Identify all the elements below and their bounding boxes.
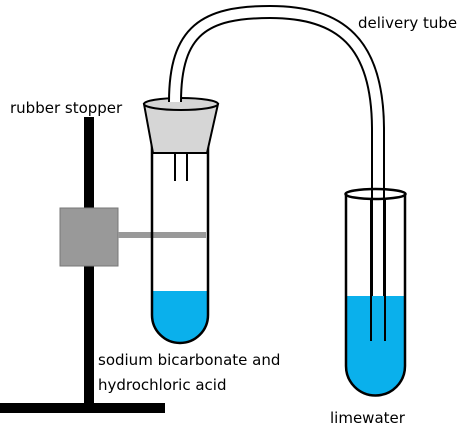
delivery-tube-label: delivery tube — [358, 14, 457, 32]
delivery-tube-inner — [170, 6, 383, 336]
reaction-tube-outline — [150, 138, 210, 345]
delivery-tube-outer — [168, 4, 385, 336]
clamp-block — [59, 207, 119, 267]
stopper-body — [142, 103, 220, 154]
reaction-test-tube — [149, 132, 211, 345]
limewater-label: limewater — [330, 409, 406, 427]
rubber-stopper — [142, 97, 220, 181]
limewater-tube-outline — [344, 194, 407, 397]
reactant-liquid — [152, 291, 208, 343]
clamp-arm — [118, 232, 206, 238]
limewater-tube-rim — [344, 187, 407, 201]
reactants-label-line2: hydrochloric acid — [98, 376, 227, 394]
delivery-tube — [168, 4, 385, 336]
stand-base — [0, 403, 165, 413]
rubber-stopper-label: rubber stopper — [10, 99, 123, 117]
limewater-test-tube — [344, 187, 407, 397]
reactants-label-line1: sodium bicarbonate and — [98, 351, 280, 369]
limewater-liquid — [346, 296, 405, 396]
clamp — [59, 207, 206, 267]
